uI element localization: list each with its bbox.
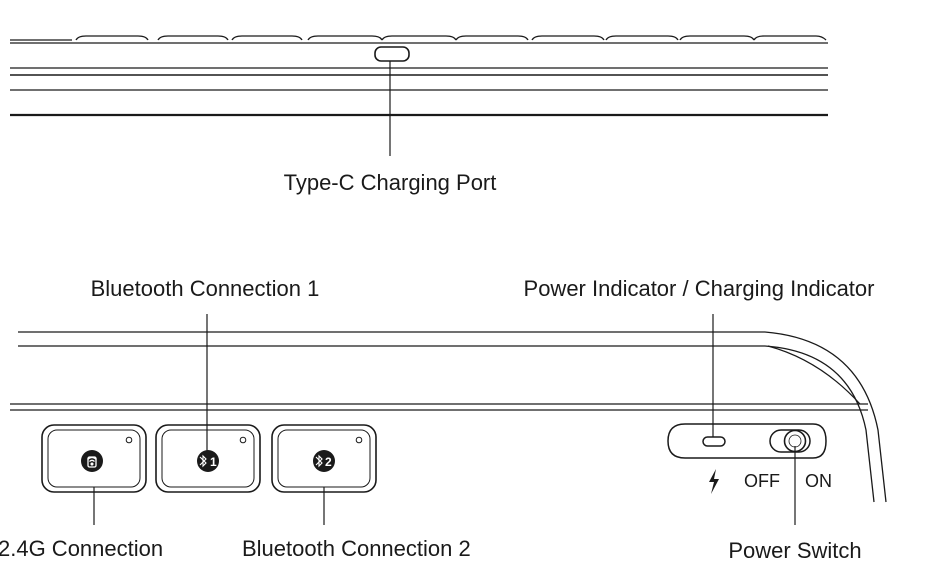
type-c-label: Type-C Charging Port — [284, 170, 497, 195]
bt2-label: Bluetooth Connection 2 — [242, 536, 471, 561]
button-bt2[interactable]: 2 — [271, 424, 377, 493]
switch-on-label: ON — [805, 471, 832, 491]
keyboard-top-edge — [10, 35, 828, 117]
power-indicator-label: Power Indicator / Charging Indicator — [524, 276, 875, 301]
bt2-glyph: 2 — [325, 455, 332, 469]
power-indicator-led — [702, 436, 726, 447]
wifi-icon — [87, 456, 97, 468]
bt1-label: Bluetooth Connection 1 — [91, 276, 320, 301]
bt1-glyph: 1 — [210, 455, 217, 469]
switch-off-label: OFF — [744, 471, 780, 491]
lightning-icon — [709, 469, 719, 494]
conn-24g-label: 2.4G Connection — [0, 536, 163, 561]
keyboard-side-body — [10, 331, 887, 503]
button-24g[interactable] — [41, 424, 147, 493]
power-switch-track[interactable] — [769, 429, 811, 453]
button-bt1[interactable]: 1 — [155, 424, 261, 493]
bluetooth-icon — [315, 454, 323, 468]
power-panel — [667, 423, 827, 494]
power-switch-label: Power Switch — [728, 538, 861, 563]
bluetooth-icon — [199, 454, 207, 468]
type-c-port — [374, 46, 410, 62]
